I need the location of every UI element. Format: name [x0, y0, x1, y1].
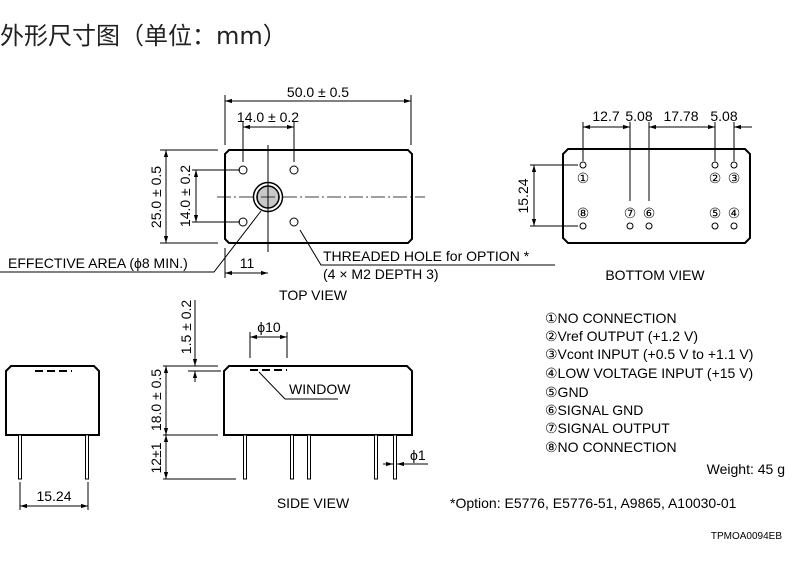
legend-item: ①NO CONNECTION: [545, 310, 677, 326]
legend-item: ⑥SIGNAL GND: [545, 402, 643, 418]
pin-number: ⑦: [624, 205, 637, 221]
pin-legend: ①NO CONNECTION ②Vref OUTPUT (+1.2 V) ③Vc…: [545, 310, 753, 455]
pin-spacing-dim: 12.7: [592, 108, 619, 124]
legend-item: ④LOW VOLTAGE INPUT (+15 V): [545, 365, 753, 381]
pin-hole: [730, 161, 738, 169]
drawing-code: TPMOA0094EB: [711, 531, 782, 542]
pin: [374, 434, 378, 480]
end-view: 15.24: [5, 365, 100, 510]
threaded-hole-label: THREADED HOLE for OPTION *: [323, 248, 530, 264]
hole-pitch-horizontal: 14.0 ± 0.2: [237, 109, 299, 125]
hole-pitch-vertical: 14.0 ± 0.2: [177, 165, 193, 227]
side-view: ϕ10 WINDOW 1.5 ± 0.2 18.0 ± 0.5 12±1 ϕ1 …: [148, 300, 428, 511]
pin-hole: [579, 222, 587, 230]
pin: [307, 434, 311, 480]
window-diameter: ϕ10: [257, 319, 281, 335]
legend-item: ②Vref OUTPUT (+1.2 V): [545, 328, 698, 344]
threaded-hole-spec: (4 × M2 DEPTH 3): [323, 266, 439, 282]
window-depth-dim: 1.5 ± 0.2: [178, 300, 194, 355]
threaded-hole: [238, 217, 248, 227]
row-pitch-dim: 15.24: [515, 178, 531, 213]
weight: Weight: 45 g: [707, 461, 785, 477]
pin-number: ③: [728, 170, 741, 186]
page-title: 外形尺寸图（单位：mm）: [0, 22, 287, 50]
pin: [290, 434, 294, 480]
legend-item: ⑦SIGNAL OUTPUT: [545, 420, 670, 436]
end-pin-pitch: 15.24: [36, 488, 71, 504]
pin-hole: [579, 161, 587, 169]
body-height-dim: 18.0 ± 0.5: [148, 369, 164, 431]
threaded-hole: [238, 165, 248, 175]
option-note: *Option: E5776, E5776-51, A9865, A10030-…: [450, 495, 737, 511]
pin-diameter: ϕ1: [410, 447, 426, 463]
pin-hole: [626, 222, 634, 230]
pin-number: ①: [577, 170, 590, 186]
pin-number: ⑤: [709, 205, 722, 221]
pin: [393, 434, 397, 480]
pin-spacing-dim: 5.08: [625, 108, 652, 124]
legend-item: ⑧NO CONNECTION: [545, 439, 677, 455]
effective-area-label: EFFECTIVE AREA (ϕ8 MIN.): [8, 255, 188, 271]
pin-spacing-dim: 17.78: [663, 108, 698, 124]
side-view-label: SIDE VIEW: [277, 495, 350, 511]
pin-number: ②: [709, 170, 722, 186]
legend-item: ③Vcont INPUT (+0.5 V to +1.1 V): [545, 346, 753, 362]
top-view: 50.0 ± 0.5 14.0 ± 0.2 25.0 ± 0.5 14.0 ± …: [0, 84, 555, 303]
threaded-hole: [289, 165, 299, 175]
width-dimension: 50.0 ± 0.5: [287, 84, 349, 100]
pin: [243, 434, 247, 480]
pin-number: ⑧: [577, 205, 590, 221]
pin-hole: [730, 222, 738, 230]
pin-hole: [645, 222, 653, 230]
height-dimension: 25.0 ± 0.5: [148, 166, 164, 228]
top-view-label: TOP VIEW: [279, 287, 348, 303]
bottom-view: 12.7 5.08 17.78 5.08 ① ② ③ ④ ⑤ ⑥ ⑦ ⑧ 15.…: [515, 108, 752, 283]
threaded-hole: [289, 217, 299, 227]
legend-item: ⑤GND: [545, 384, 589, 400]
pin-hole: [711, 222, 719, 230]
pin-number: ⑥: [643, 205, 656, 221]
bottom-view-label: BOTTOM VIEW: [605, 267, 705, 283]
window-label: WINDOW: [289, 381, 351, 397]
pin-hole: [711, 161, 719, 169]
offset-dimension: 11: [240, 255, 255, 271]
pin-length-dim: 12±1: [148, 442, 164, 473]
pin-number: ④: [728, 205, 741, 221]
pin-spacing-dim: 5.08: [710, 108, 737, 124]
